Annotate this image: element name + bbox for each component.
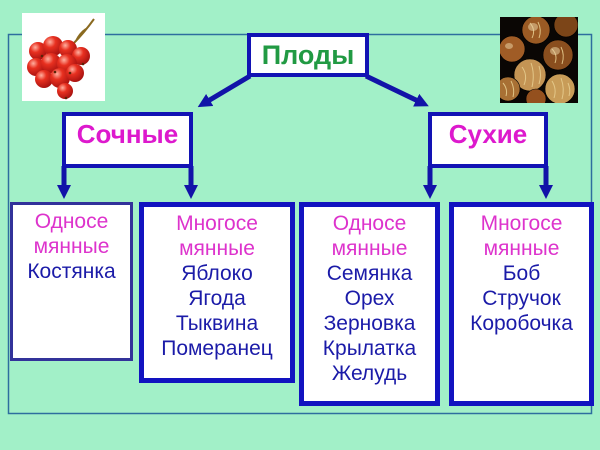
node-suhie-label: Сухие (448, 119, 528, 149)
node-sochnye: Сочные (62, 112, 193, 168)
leaf-line: мянные (483, 237, 560, 260)
leaf-line: мянные (179, 237, 255, 260)
leaf-line: Односе (34, 210, 109, 233)
arrow-title-to-suhie (364, 73, 429, 107)
leaf-line: Стручок (482, 287, 561, 310)
leaf-line: Семянка (326, 262, 413, 285)
leaf-line: Боб (502, 262, 541, 285)
leaf-line: Коробочка (470, 312, 573, 335)
node-plody: Плоды (247, 33, 369, 77)
leaf-items: Костянка (13, 259, 130, 284)
leaf-line: Зерновка (323, 312, 416, 335)
node-sochnye-label: Сочные (76, 119, 179, 149)
leaf-line: Яблоко (181, 262, 253, 285)
leaf-line: Желудь (331, 362, 408, 385)
leaf-line: Орех (344, 287, 395, 310)
hazelnuts-image (495, 12, 579, 110)
leaf-line: Крылатка (322, 337, 417, 360)
red-currants-image (22, 13, 105, 101)
leaf-line: Многосе (176, 212, 258, 235)
leaf-line: Костянка (27, 260, 116, 283)
leaf-line: мянные (33, 235, 110, 258)
node-plody-label: Плоды (261, 40, 355, 70)
leaf-line: Ягода (188, 287, 246, 310)
leaf-line: Односе (332, 212, 407, 235)
leaf-line: Померанец (161, 337, 273, 360)
arrow-title-to-sochnye (197, 73, 252, 108)
leaf-line: Тыквина (175, 312, 259, 335)
leaf-line: мянные (331, 237, 408, 260)
node-suhie: Сухие (428, 112, 548, 168)
leaf-line: Многосе (480, 212, 563, 235)
